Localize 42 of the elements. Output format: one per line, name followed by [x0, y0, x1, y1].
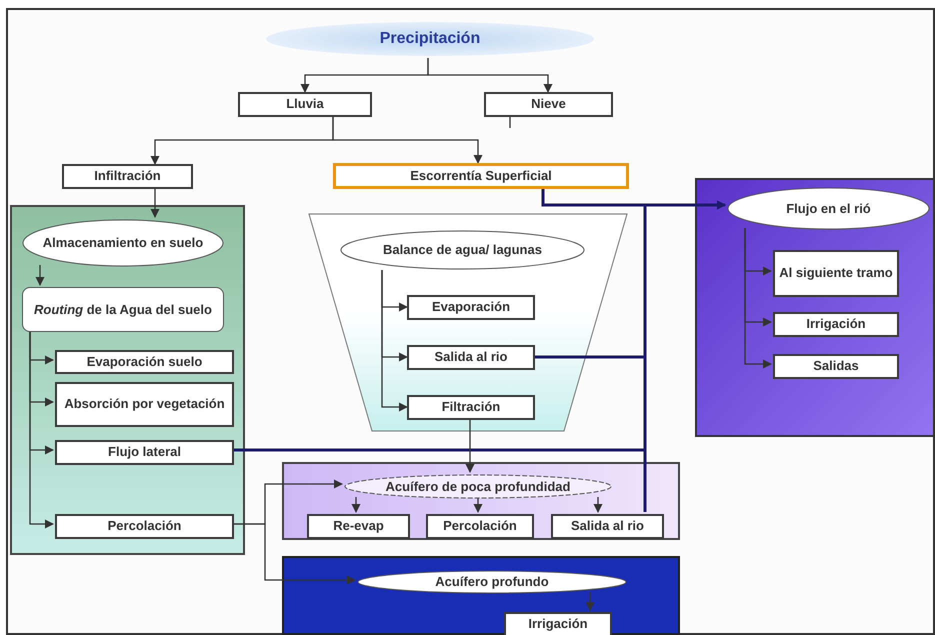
process-box: Flujo lateral: [55, 440, 234, 465]
arrow: [352, 497, 360, 513]
panel: [282, 462, 680, 540]
process-box: Al siguiente tramo: [773, 250, 899, 297]
arrow: [586, 592, 594, 611]
arrow: [332, 117, 482, 164]
panel: [695, 178, 935, 437]
ellipse-node: Almacenamiento en suelo: [22, 219, 224, 267]
process-box: Percolación: [55, 514, 234, 539]
process-box: Irrigación: [504, 612, 612, 635]
process-box: Nieve: [484, 92, 613, 117]
process-box: Escorrentía Superficial: [333, 163, 629, 189]
panel: [10, 205, 245, 555]
arrow: [381, 270, 408, 412]
process-box: Filtración: [407, 395, 535, 420]
ellipse-node: Acuífero de poca profundidad: [344, 474, 612, 499]
process-box: Irrigación: [773, 312, 899, 337]
arrow: [427, 58, 552, 93]
process-box: Lluvia: [238, 92, 372, 117]
process-box: Salida al rio: [407, 345, 535, 370]
process-box: Percolación: [426, 514, 534, 539]
process-box: Absorción por vegetación: [55, 382, 234, 427]
arrow: [474, 497, 482, 513]
arrow: [466, 420, 474, 473]
ellipse-node: Flujo en el rió: [727, 187, 930, 230]
process-box: Evaporación suelo: [55, 350, 234, 374]
thick-arrow: [644, 200, 726, 512]
arrow: [744, 228, 772, 368]
ellipse-node: Balance de agua/ lagunas: [340, 230, 585, 270]
arrow: [232, 523, 356, 584]
ellipse-node: Acuífero profundo: [357, 570, 627, 594]
panel: [282, 556, 680, 635]
process-box: Salidas: [773, 354, 899, 379]
arrow: [36, 265, 44, 286]
process-box: Salida al rio: [551, 514, 664, 539]
process-box: Re-evap: [307, 514, 410, 539]
rounded-box: Routing de la Agua del suelo: [22, 287, 224, 332]
process-box: Infiltración: [62, 164, 193, 189]
arrow: [594, 497, 602, 513]
arrow: [29, 330, 54, 528]
process-box: Evaporación: [407, 295, 535, 320]
arrow: [150, 189, 160, 218]
